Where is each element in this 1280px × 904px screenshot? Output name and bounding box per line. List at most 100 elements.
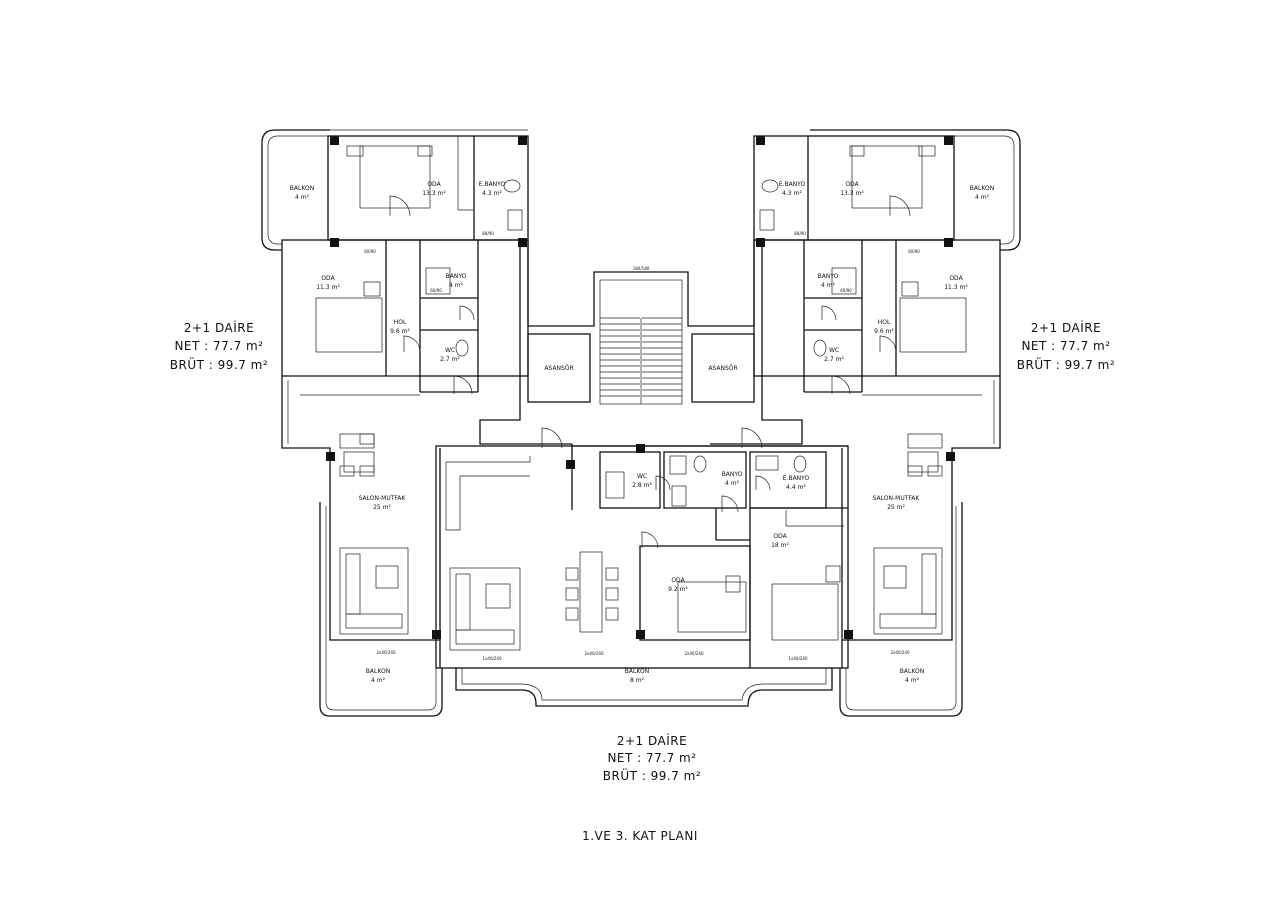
room-name: BANYO — [818, 273, 839, 280]
column — [518, 136, 527, 145]
dining-chair — [605, 587, 619, 601]
unit-type: 2+1 DAİRE — [617, 733, 687, 748]
structural-columns — [326, 136, 955, 639]
room-area: 25 m² — [373, 504, 391, 511]
dim-tag: 80/90 — [482, 231, 494, 236]
column — [756, 238, 765, 247]
room-area: 4.4 m² — [786, 484, 806, 491]
room-area: 4 m² — [821, 282, 836, 289]
column — [756, 136, 765, 145]
room-name: SALON-MUTFAK — [873, 495, 921, 502]
room-area: 11.3 m² — [316, 284, 340, 291]
room-name: WC — [829, 347, 839, 354]
bottom-bed-big — [771, 510, 844, 641]
left-sofa — [339, 547, 409, 635]
room-name: ODA — [949, 275, 963, 282]
right-bed-top — [849, 145, 936, 209]
left-banyo-fixtures — [425, 267, 469, 357]
bottom-dining-table — [565, 551, 619, 633]
column — [518, 238, 527, 247]
room-name: ODA — [845, 181, 859, 188]
dim-tag: 1x40/240 — [789, 656, 808, 661]
dining-chair — [605, 607, 619, 621]
room-name: E.BANYO — [479, 181, 506, 188]
door-swing — [721, 495, 739, 513]
room-name: BANYO — [446, 273, 467, 280]
right-bed-mid — [899, 281, 967, 353]
column — [326, 452, 335, 461]
unit-net: NET : 77.7 m² — [607, 751, 696, 765]
dim-tag: 60/90 — [840, 288, 852, 293]
left-bed-mid — [315, 281, 383, 353]
right-banyo-fixtures — [813, 267, 857, 357]
unit-brut: BRÜT : 99.7 m² — [170, 356, 268, 372]
column — [432, 630, 441, 639]
dim-tag: 2x40/240 — [377, 650, 396, 655]
door-swings — [389, 195, 911, 549]
door-swing — [641, 531, 659, 549]
room-area: 9.6 m² — [390, 328, 410, 335]
elevator-label: ASANSÖR — [708, 365, 737, 372]
dim-tag: 2x40/240 — [585, 651, 604, 656]
column — [944, 136, 953, 145]
room-name: BANYO — [722, 471, 743, 478]
room-labels: BALKON 4 m² ODA 13.3 m² E.BANYO 4.3 m² O… — [290, 181, 994, 684]
unit-summary-left: 2+1 DAİRE NET : 77.7 m² BRÜT : 99.7 m² — [170, 320, 268, 372]
room-name: BALKON — [625, 668, 649, 675]
right-ebanyo-fixtures — [759, 179, 779, 231]
bottom-wet-fixtures — [605, 455, 807, 507]
column — [946, 452, 955, 461]
dim-tag: 60/90 — [364, 249, 376, 254]
door-swing — [459, 305, 475, 321]
room-area: 4 m² — [295, 194, 310, 201]
column — [566, 460, 575, 469]
right-dining-table — [907, 433, 943, 477]
left-bed-top — [346, 145, 433, 209]
room-name: E.BANYO — [779, 181, 806, 188]
room-name: SALON-MUTFAK — [359, 495, 407, 502]
room-area: 13.3 m² — [840, 190, 864, 197]
unit-brut: BRÜT : 99.7 m² — [603, 767, 701, 783]
dim-tag: 180/180 — [633, 266, 650, 271]
room-name: E.BANYO — [783, 475, 810, 482]
room-area: 2.7 m² — [440, 356, 460, 363]
door-swing — [741, 427, 763, 449]
room-area: 11.3 m² — [944, 284, 968, 291]
room-area: 2.7 m² — [824, 356, 844, 363]
dim-tag: 80/90 — [794, 231, 806, 236]
room-name: BALKON — [900, 668, 924, 675]
unit-net: NET : 77.7 m² — [1021, 339, 1110, 353]
door-swing — [403, 335, 421, 353]
room-name: ODA — [427, 181, 441, 188]
room-name: HOL — [878, 319, 891, 326]
unit-net: NET : 77.7 m² — [174, 339, 263, 353]
room-area: 8 m² — [630, 677, 645, 684]
dim-tag: 60/90 — [908, 249, 920, 254]
room-name: BALKON — [290, 185, 314, 192]
room-area: 13.3 m² — [422, 190, 446, 197]
left-dining-table — [339, 433, 375, 477]
room-area: 9.6 m² — [874, 328, 894, 335]
room-name: ODA — [773, 533, 787, 540]
unit-summary-bottom: 2+1 DAİRE NET : 77.7 m² BRÜT : 99.7 m² — [603, 733, 701, 783]
right-unit-walls — [753, 129, 1021, 717]
room-area: 4 m² — [725, 480, 740, 487]
bottom-bed-small — [677, 575, 747, 633]
stair-treads — [600, 317, 682, 397]
left-ebanyo-fixtures — [457, 136, 523, 231]
door-swing — [755, 475, 771, 491]
room-area: 4.3 m² — [782, 190, 802, 197]
column — [330, 238, 339, 247]
room-area: 4 m² — [371, 677, 386, 684]
elevator-label: ASANSÖR — [544, 365, 573, 372]
room-area: 18 m² — [771, 542, 789, 549]
dim-tag: 1x40/240 — [483, 656, 502, 661]
bottom-sofa — [449, 567, 521, 651]
door-swing — [453, 375, 473, 395]
dim-tag: 2x40/240 — [685, 651, 704, 656]
unit-type: 2+1 DAİRE — [184, 320, 254, 335]
door-swing — [655, 475, 671, 491]
dining-chair — [565, 567, 579, 581]
door-swing — [389, 195, 411, 217]
